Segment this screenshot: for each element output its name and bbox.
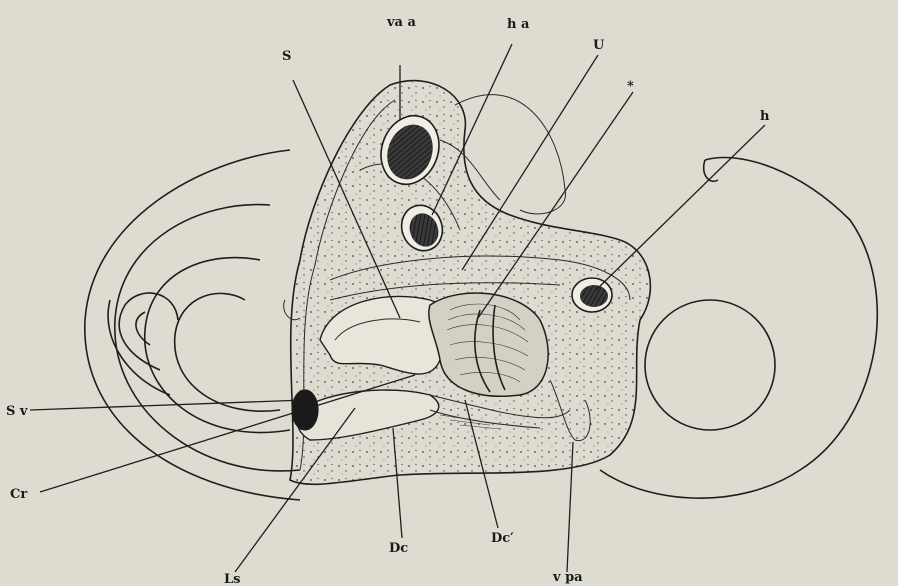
label-S: S [282,49,291,64]
round-window-ring [645,300,775,430]
label-Cr: Cr [10,487,27,502]
label-Dc: Dc [389,541,408,556]
label-Ls: Ls [224,572,240,586]
horizontal-canal-opening [572,278,612,312]
right-sac [600,158,877,499]
cochlea-spiral [85,150,300,500]
label-ha: h a [507,17,530,32]
leader-h [596,125,765,290]
label-h: h [760,109,770,124]
leader-Sv [30,400,305,410]
label-vpa: v pa [552,570,583,585]
label-Sv: S v [6,404,28,419]
label-vaa: va a [386,15,417,30]
label-Dc2: Dc′ [491,531,514,546]
label-star: * [627,79,634,94]
label-U: U [593,38,605,53]
